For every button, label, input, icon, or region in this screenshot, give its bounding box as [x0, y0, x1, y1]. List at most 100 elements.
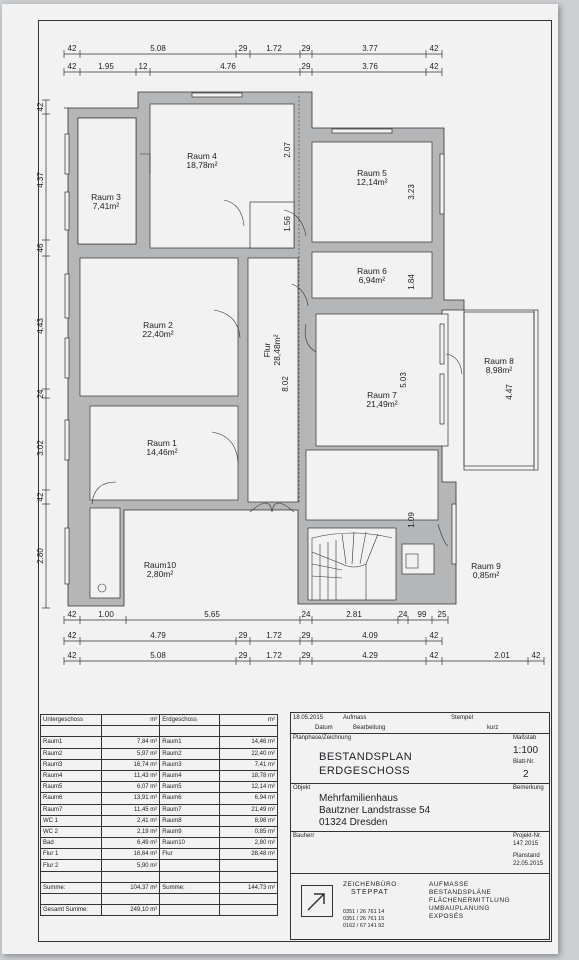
- room-name: Raum 5: [357, 168, 387, 178]
- dimension-label: 5.65: [204, 610, 220, 619]
- table-cell: Raum8: [159, 814, 220, 827]
- dimension-label: 12: [139, 62, 148, 71]
- dimension-label: 5.08: [150, 44, 166, 53]
- table-cell: [218, 904, 279, 917]
- table-cell: [159, 725, 220, 738]
- service-4: UMBAUPLANUNG: [429, 905, 490, 912]
- table-cell: Raum1: [159, 736, 220, 749]
- table-cell: Raum6: [159, 792, 220, 805]
- dimension-label: 24: [36, 389, 45, 398]
- table-cell: Raum7: [39, 803, 103, 816]
- room-name: Raum 7: [367, 390, 397, 400]
- room-area: 12,14m²: [356, 177, 387, 187]
- room-name: Raum 8: [484, 356, 514, 366]
- scale-label: Maßstab: [513, 735, 537, 741]
- room-area: 7,41m²: [93, 201, 120, 211]
- table-cell: 104,37 m²: [101, 881, 161, 895]
- room-area: 22,40m²: [142, 329, 173, 339]
- table-cell: [39, 870, 103, 883]
- remark-label: Bemerkung: [513, 785, 544, 791]
- dimension-label: 42: [430, 62, 439, 71]
- table-cell: 11,43 m²: [101, 769, 161, 783]
- dimension-label: 5.08: [150, 651, 166, 660]
- object-line-1: Mehrfamilienhaus: [319, 793, 398, 804]
- service-5: EXPOSÉS: [429, 913, 464, 920]
- dimension-label: 42: [68, 44, 77, 53]
- table-cell: [39, 892, 103, 906]
- dimension-label: 42: [430, 631, 439, 640]
- table-cell: 2,80 m²: [218, 837, 279, 850]
- table-cell: Raum4: [159, 769, 220, 783]
- table-cell: [159, 859, 220, 872]
- dimension-label: 5.03: [399, 372, 408, 388]
- dimension-label: 1.72: [266, 44, 282, 53]
- table-cell: 22,40 m²: [218, 747, 279, 760]
- room-area: 18,78m²: [186, 160, 217, 170]
- dimension-label: 4.37: [36, 172, 45, 188]
- room-area: 21,49m²: [366, 399, 397, 409]
- table-cell: Raum4: [39, 769, 103, 783]
- room-name: Raum10: [144, 560, 176, 570]
- table-cell: 7,84 m²: [101, 736, 161, 749]
- service-1: AUFMASSE: [429, 881, 469, 888]
- dimension-label: 3.23: [407, 184, 416, 200]
- table-header-cell: m²: [101, 713, 161, 727]
- bauherr-label: Bauherr: [293, 833, 315, 839]
- table-cell: 7,41 m²: [218, 758, 279, 771]
- dimension-label: 29: [302, 62, 311, 71]
- dimension-label: 2.80: [36, 548, 45, 564]
- table-cell: Raum6: [39, 792, 103, 805]
- room-name: Raum 3: [91, 192, 121, 202]
- table-row: [39, 892, 279, 906]
- table-cell: 2,19 m²: [101, 825, 161, 839]
- sheet-label: Blatt-Nr.: [513, 759, 535, 765]
- table-cell: 6,07 m²: [101, 781, 161, 794]
- table-cell: 13,91 m²: [101, 792, 161, 805]
- phone-3: 0162 / 67 141 92: [343, 923, 385, 929]
- dimension-label: 8.02: [281, 376, 290, 392]
- dimension-label: 4.09: [362, 631, 378, 640]
- table-cell: [159, 892, 220, 906]
- table-cell: Gesamt Summe:: [39, 904, 103, 917]
- arrow-logo-icon: [307, 893, 325, 911]
- table-cell: 5,90 m²: [101, 859, 161, 872]
- table-header-cell: Erdgeschoss: [159, 713, 220, 727]
- dimension-label: 3.77: [362, 44, 378, 53]
- table-cell: 144,73 m²: [218, 881, 279, 895]
- room-area: 8,98m²: [486, 365, 513, 375]
- dimension-label: 4.79: [150, 631, 166, 640]
- table-spacer-row: [39, 725, 279, 738]
- table-cell: 6,49 m²: [101, 837, 161, 850]
- table-cell: Raum2: [159, 747, 220, 760]
- dimension-label: 29: [239, 44, 248, 53]
- company-logo: [301, 885, 333, 917]
- table-cell: Bad: [39, 837, 103, 850]
- dimension-label: 1.84: [407, 274, 416, 290]
- table-cell: [159, 904, 220, 917]
- room-name: Raum 9: [471, 561, 501, 571]
- dimension-label: 24: [399, 610, 408, 619]
- table-cell: [101, 870, 161, 883]
- table-row: [39, 870, 279, 883]
- dimension-label: 1.56: [283, 216, 292, 232]
- room-name: Raum 1: [147, 438, 177, 448]
- table-cell: [218, 870, 279, 883]
- table-cell: [218, 892, 279, 906]
- title-line-2: ERDGESCHOSS: [319, 765, 411, 777]
- table-cell: 5,97 m²: [101, 747, 161, 760]
- dimension-label: 46: [36, 243, 45, 252]
- table-cell: 14,46 m²: [218, 736, 279, 749]
- table-cell: 11,45 m²: [101, 803, 161, 816]
- room-area: 2,80m²: [147, 569, 174, 579]
- room-area: 28,48m²: [272, 334, 282, 365]
- table-cell: Flur: [159, 848, 220, 861]
- dimension-label: 1.95: [98, 62, 114, 71]
- service-2: BESTANDSPLÄNE: [429, 889, 492, 896]
- dimension-label: 42: [430, 44, 439, 53]
